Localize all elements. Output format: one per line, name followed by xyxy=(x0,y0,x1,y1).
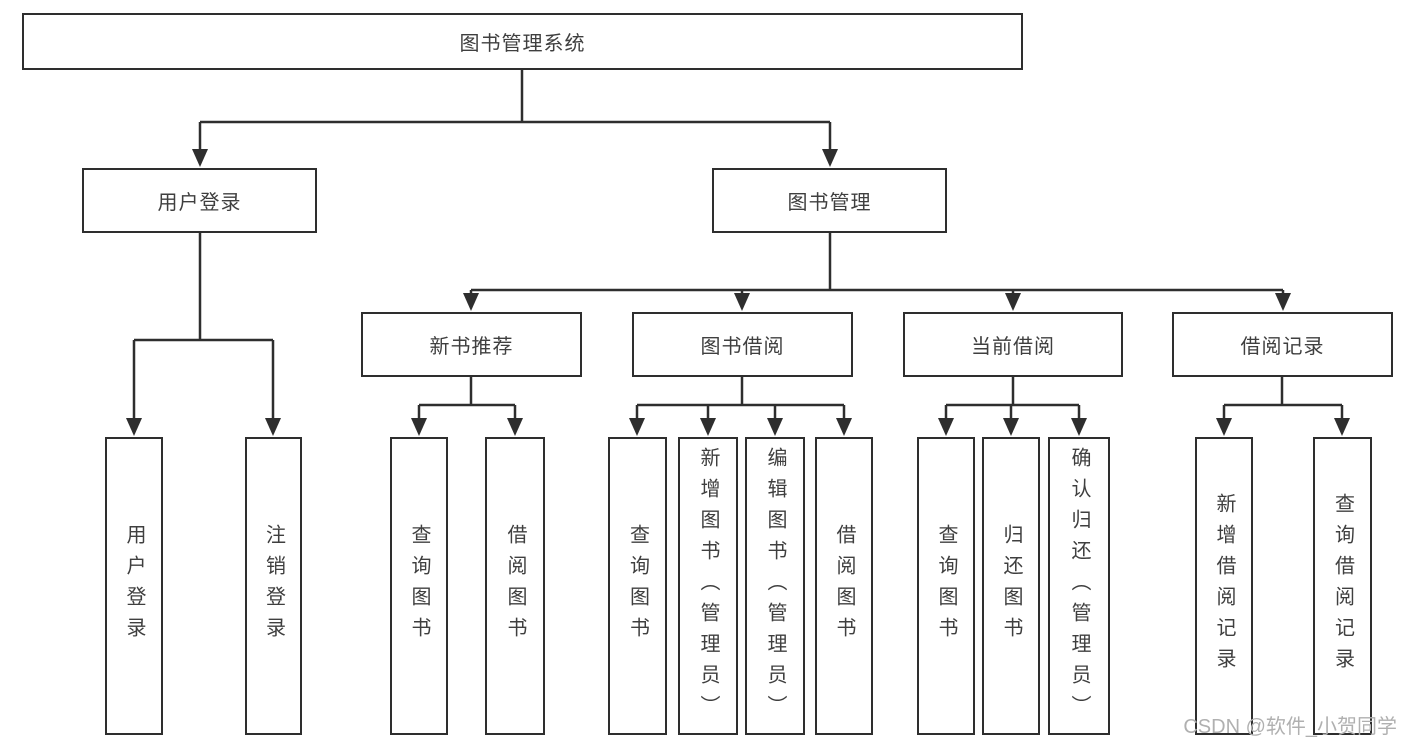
csdn-watermark: CSDN @软件_小贺同学 xyxy=(1183,716,1397,738)
node-leaf-query-books-1: 查询图书 xyxy=(390,437,448,735)
node-leaf-return-books: 归还图书 xyxy=(982,437,1040,735)
node-label: 查询图书 xyxy=(935,524,957,648)
node-leaf-add-borrow-record: 新增借阅记录 xyxy=(1195,437,1253,735)
node-label: 借阅记录 xyxy=(1240,336,1325,358)
node-label: 新书推荐 xyxy=(429,336,514,358)
node-label: 图书管理 xyxy=(787,192,872,214)
node-borrowing-records: 借阅记录 xyxy=(1172,312,1393,377)
node-leaf-add-book-admin: 新增图书（管理员） xyxy=(678,437,738,735)
node-leaf-user-login: 用户登录 xyxy=(105,437,163,735)
node-leaf-query-books-3: 查询图书 xyxy=(917,437,975,735)
node-label: 编辑图书（管理员） xyxy=(764,446,786,726)
node-label: 用户登录 xyxy=(123,524,145,648)
node-label: 借阅图书 xyxy=(833,524,855,648)
node-label: 归还图书 xyxy=(1000,524,1022,648)
node-user-login-group: 用户登录 xyxy=(82,168,317,233)
node-leaf-confirm-return-admin: 确认归还（管理员） xyxy=(1048,437,1110,735)
node-label: 借阅图书 xyxy=(504,524,526,648)
node-leaf-logout: 注销登录 xyxy=(245,437,302,735)
node-new-book-recommendation: 新书推荐 xyxy=(361,312,582,377)
node-label: 确认归还（管理员） xyxy=(1068,446,1090,726)
node-label: 图书借阅 xyxy=(700,336,785,358)
node-library-management-system: 图书管理系统 xyxy=(22,13,1023,70)
node-label: 用户登录 xyxy=(157,192,242,214)
node-label: 新增图书（管理员） xyxy=(697,446,719,726)
node-leaf-query-books-2: 查询图书 xyxy=(608,437,667,735)
node-label: 注销登录 xyxy=(262,524,285,648)
node-book-borrowing: 图书借阅 xyxy=(632,312,853,377)
node-book-management: 图书管理 xyxy=(712,168,947,233)
node-label: 图书管理系统 xyxy=(459,33,586,55)
node-label: 查询借阅记录 xyxy=(1331,493,1354,679)
node-current-borrowing: 当前借阅 xyxy=(903,312,1123,377)
node-label: 当前借阅 xyxy=(971,336,1055,358)
node-label: 新增借阅记录 xyxy=(1213,493,1235,679)
node-leaf-borrow-books-1: 借阅图书 xyxy=(485,437,545,735)
node-leaf-edit-book-admin: 编辑图书（管理员） xyxy=(745,437,805,735)
node-leaf-query-borrow-record: 查询借阅记录 xyxy=(1313,437,1372,735)
node-label: 查询图书 xyxy=(408,524,430,648)
node-leaf-borrow-books-2: 借阅图书 xyxy=(815,437,873,735)
node-label: 查询图书 xyxy=(626,524,649,648)
